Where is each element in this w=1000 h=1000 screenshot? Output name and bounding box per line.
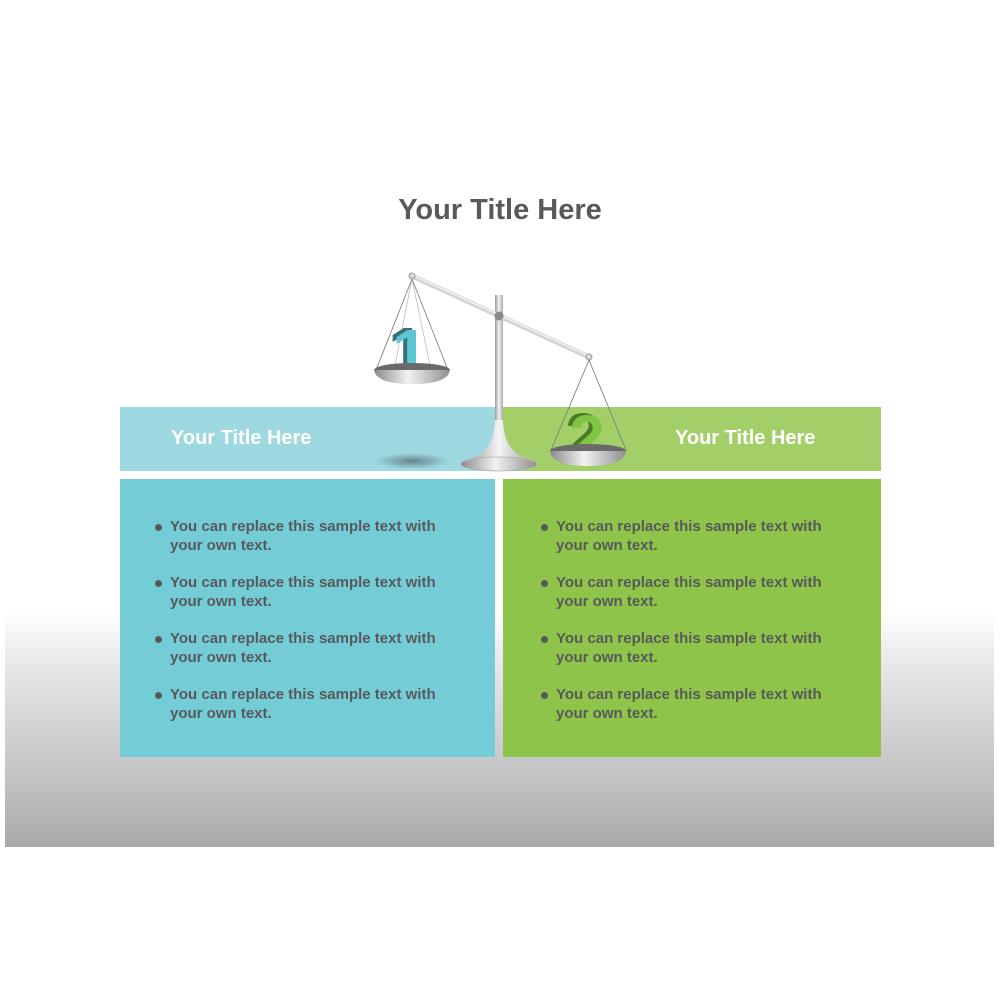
bullet-text: You can replace this sample text with yo…	[556, 574, 822, 610]
bullet-text: You can replace this sample text with yo…	[556, 518, 822, 554]
bullet-text: You can replace this sample text with yo…	[556, 686, 822, 722]
left-bullet-list: You can replace this sample text with yo…	[152, 517, 460, 741]
bullet-dot-icon	[155, 636, 162, 643]
bullet-item: You can replace this sample text with yo…	[538, 685, 846, 723]
number-1: 1	[392, 316, 428, 388]
bullet-item: You can replace this sample text with yo…	[152, 685, 460, 723]
left-header-bar: Your Title Here	[120, 407, 495, 471]
bullet-item: You can replace this sample text with yo…	[538, 573, 846, 611]
bullet-item: You can replace this sample text with yo…	[538, 517, 846, 555]
bullet-dot-icon	[155, 580, 162, 587]
right-header-title: Your Title Here	[675, 427, 816, 449]
bullet-item: You can replace this sample text with yo…	[152, 517, 460, 555]
page-title: Your Title Here	[398, 194, 602, 226]
left-header-title: Your Title Here	[171, 427, 312, 449]
bullet-item: You can replace this sample text with yo…	[152, 573, 460, 611]
bullet-dot-icon	[541, 524, 548, 531]
svg-text:1: 1	[388, 314, 424, 386]
bullet-dot-icon	[155, 692, 162, 699]
bullet-text: You can replace this sample text with yo…	[556, 630, 822, 666]
bullet-dot-icon	[541, 580, 548, 587]
bullet-text: You can replace this sample text with yo…	[170, 686, 436, 722]
right-content-panel: You can replace this sample text with yo…	[503, 479, 881, 757]
bullet-item: You can replace this sample text with yo…	[538, 629, 846, 667]
bullet-dot-icon	[541, 636, 548, 643]
bullet-dot-icon	[541, 692, 548, 699]
left-content-panel: You can replace this sample text with yo…	[120, 479, 495, 757]
bullet-item: You can replace this sample text with yo…	[152, 629, 460, 667]
right-header-bar: Your Title Here	[503, 407, 881, 471]
bullet-text: You can replace this sample text with yo…	[170, 630, 436, 666]
bullet-dot-icon	[155, 524, 162, 531]
bullet-text: You can replace this sample text with yo…	[170, 518, 436, 554]
right-bullet-list: You can replace this sample text with yo…	[538, 517, 846, 741]
bullet-text: You can replace this sample text with yo…	[170, 574, 436, 610]
